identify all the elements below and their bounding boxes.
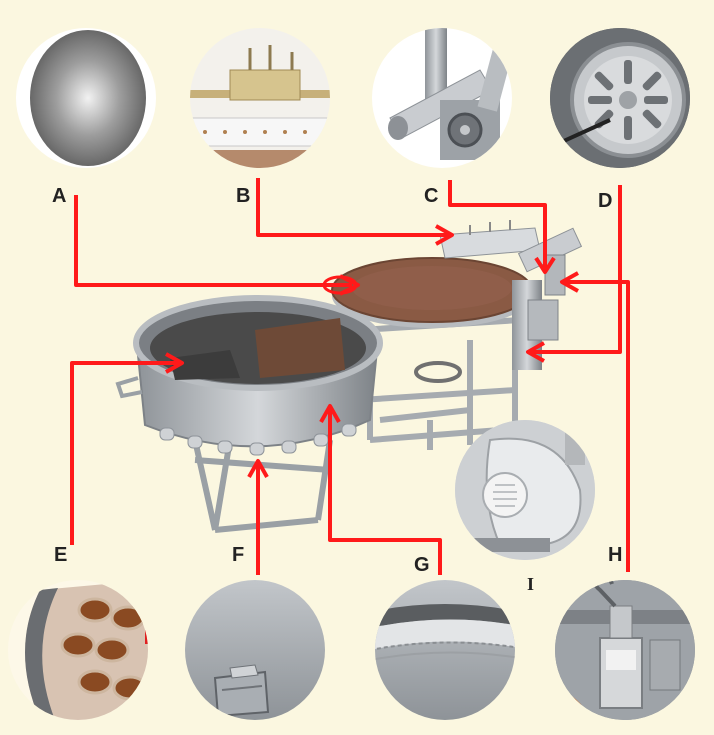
callout-b [190,28,330,168]
motor-fan-cover-icon [550,28,690,168]
callout-g [375,580,515,720]
leader-d [532,185,622,354]
callout-c [372,28,512,168]
label-f: F [232,544,245,566]
limit-switch-icon [555,580,695,720]
callout-i [455,420,595,560]
arrowhead-h [560,271,579,293]
arrowhead-f [247,459,269,478]
leader-b [256,178,448,237]
label-c: C [424,185,439,207]
leader-g [328,410,442,575]
label-g: G [414,554,430,576]
rolled-rim-icon [375,604,515,661]
leader-a [74,195,352,287]
callout-d [550,28,690,168]
label-i: I [527,574,535,594]
roasting-drum [115,295,383,456]
callout-h [555,580,695,720]
label-h: H [608,544,623,566]
arrowhead-d [526,341,545,363]
arrowhead-c [534,256,556,274]
arrowhead-g [319,404,341,423]
centrifugal-blower-icon [455,420,595,560]
leader-lines [70,178,630,575]
arrowhead-b [435,224,454,246]
main-machine [115,220,583,533]
label-a: A [52,185,67,207]
circular-steel-plate-icon [30,30,146,166]
callout-a [16,28,156,168]
scraper-arm [439,220,583,296]
label-d: D [598,190,613,212]
discharge-door-icon [213,664,270,718]
leader-h [566,280,630,572]
label-e: E [54,544,68,566]
adjustable-scraper-icon [190,45,330,168]
leader-c [448,180,547,268]
callout-e [8,580,148,720]
label-b: B [236,185,251,207]
arrowhead-e [165,352,184,374]
gear-reducer-icon [388,28,512,160]
callout-f [185,580,325,720]
perforated-liner-icon [25,580,148,720]
leader-e [70,361,178,545]
